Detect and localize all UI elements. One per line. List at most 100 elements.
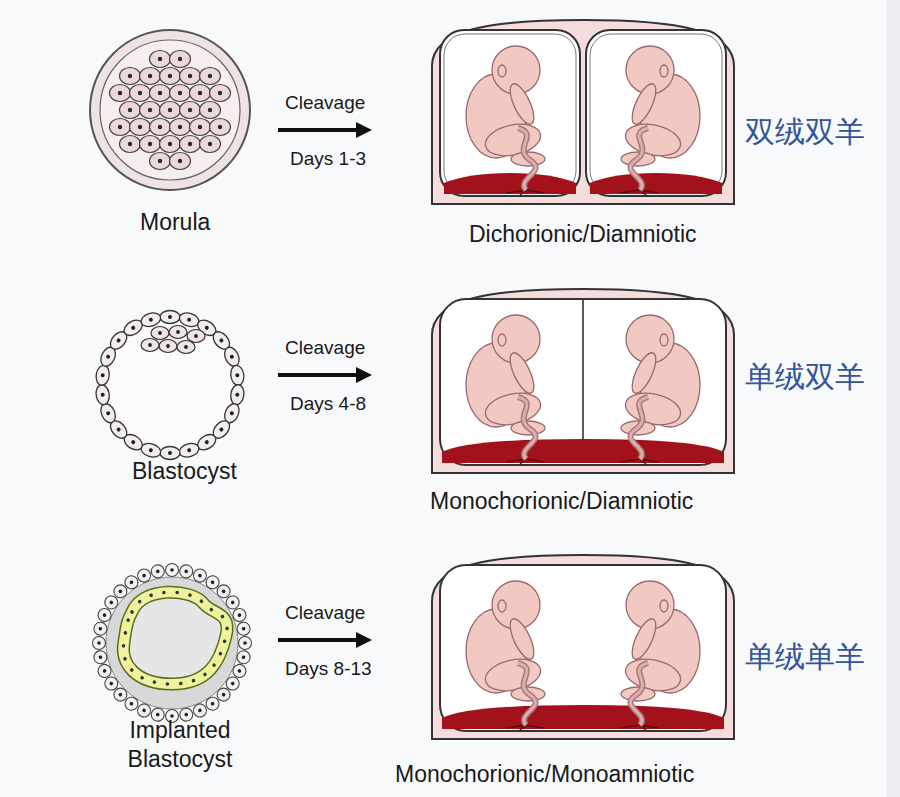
- cell: [150, 119, 171, 136]
- arrow-connector: [278, 632, 372, 648]
- stage-label: Morula: [140, 208, 210, 237]
- cell: [229, 384, 245, 406]
- blastocyst-figure: [95, 311, 245, 460]
- mono-di-twins: [432, 289, 734, 473]
- sac: [440, 299, 726, 465]
- uterus-outline: [432, 20, 734, 204]
- inner-cell: [177, 341, 195, 354]
- cell: [170, 85, 191, 102]
- cell: [130, 85, 151, 102]
- twin-type-label: Monochorionic/Diamniotic: [430, 487, 693, 516]
- day-range-label: Days 1-3: [290, 147, 366, 171]
- placenta: [442, 705, 724, 729]
- cell: [110, 119, 131, 136]
- fetus: [621, 46, 700, 190]
- cell: [95, 365, 111, 387]
- cell: [120, 68, 141, 85]
- disc: [106, 577, 238, 709]
- cell: [120, 136, 141, 153]
- fetus: [466, 581, 545, 725]
- cell: [150, 564, 165, 579]
- cell: [110, 85, 131, 102]
- amnion-divider: [582, 299, 584, 440]
- stage-label: Blastocyst: [132, 457, 237, 486]
- inner-cell: [169, 326, 187, 339]
- cell: [136, 567, 153, 584]
- twin-type-node: Monochorionic/Diamniotic 单绒双羊: [372, 287, 880, 520]
- cell: [200, 102, 221, 119]
- placenta: [444, 173, 576, 194]
- cell: [95, 384, 111, 406]
- arrow-head: [356, 632, 372, 648]
- uterus-outline: [432, 289, 734, 473]
- cell: [170, 119, 191, 136]
- cell: [93, 637, 106, 650]
- arrow-connector: [278, 122, 372, 138]
- cell: [190, 85, 211, 102]
- day-range-label: Days 8-13: [285, 657, 372, 681]
- cell: [190, 119, 211, 136]
- cell: [236, 621, 251, 636]
- fetus: [621, 581, 700, 725]
- arrow-line: [278, 638, 356, 642]
- uterus-outline: [432, 555, 734, 739]
- inner-cell: [151, 327, 169, 340]
- cell: [140, 68, 161, 85]
- membrane: [100, 40, 240, 180]
- cell: [231, 607, 248, 624]
- cell: [150, 51, 171, 68]
- arrow-head: [356, 122, 372, 138]
- twin-type-node: Monochorionic/Monoamniotic单绒单羊: [372, 553, 880, 793]
- cell: [236, 650, 251, 665]
- cell: [150, 153, 171, 170]
- edge-strip: [886, 0, 900, 797]
- cell: [160, 102, 181, 119]
- amnion: [590, 34, 722, 192]
- cell: [210, 85, 231, 102]
- arrow-connector: [278, 367, 372, 383]
- sac: [440, 30, 580, 196]
- vessels: [506, 190, 658, 195]
- sac: [440, 565, 726, 731]
- embryo-ring: [123, 592, 227, 684]
- cell: [93, 650, 108, 665]
- chinese-label: 双绒双羊: [745, 113, 865, 151]
- mono-mono-twins: [432, 555, 734, 739]
- chinese-label: 单绒双羊: [745, 358, 865, 396]
- cell: [160, 68, 181, 85]
- cell: [160, 447, 180, 460]
- edge-label: Cleavage: [285, 336, 365, 360]
- cell: [98, 401, 118, 425]
- cell: [239, 637, 252, 650]
- sac: [586, 30, 726, 196]
- cell: [229, 365, 245, 387]
- cell: [200, 136, 221, 153]
- cell: [160, 311, 180, 324]
- placenta: [442, 439, 724, 463]
- morula-node: Morula: [80, 30, 278, 241]
- cell: [179, 564, 194, 579]
- embryo-nuclei: [123, 592, 227, 684]
- edge-label: Cleavage: [285, 601, 365, 625]
- zona: [90, 30, 250, 190]
- cell: [178, 441, 201, 459]
- edge-label: Cleavage: [285, 91, 365, 115]
- inner-cell: [159, 340, 177, 353]
- cell: [130, 119, 151, 136]
- vessels: [506, 725, 658, 730]
- twin-type-label: Dichorionic/Diamniotic: [469, 220, 697, 249]
- stage-label: Implanted Blastocyst: [105, 716, 255, 774]
- placenta: [590, 173, 722, 194]
- cell: [93, 621, 108, 636]
- implanted-blastocyst-node: Implanted Blastocyst: [80, 570, 278, 778]
- cell: [140, 102, 161, 119]
- morula-figure: [90, 30, 250, 190]
- inner-cell: [141, 339, 159, 352]
- fetus: [466, 46, 545, 190]
- arrow-line: [278, 373, 356, 377]
- cell: [191, 702, 208, 719]
- implanted-blastocyst-figure: [93, 564, 252, 723]
- cell: [96, 662, 113, 679]
- cell: [180, 68, 201, 85]
